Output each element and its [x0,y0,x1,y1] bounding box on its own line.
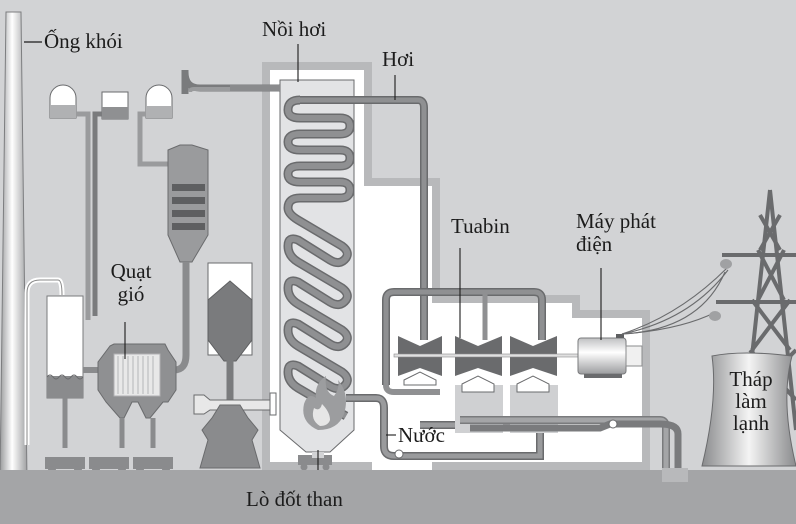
scrubber-column [167,70,290,374]
drain-pit [662,468,688,482]
transmission-tower [716,189,796,431]
turbine-frame [382,288,682,468]
boiler [230,79,355,458]
label-turbine: Tuabin [451,214,510,238]
insulators [709,259,732,321]
label-fan-line1: Quạt [110,259,152,283]
turbines [393,336,581,393]
coal-hopper [193,262,277,469]
label-steam: Hơi [382,47,415,71]
label-fan: Quạt gió [106,259,156,307]
label-generator-line1: Máy phát [576,209,656,233]
generator [577,334,643,378]
power-lines [621,267,729,335]
chimney [0,11,28,481]
label-chimney: Ống khói [44,29,123,53]
cooling-tower [701,352,796,467]
label-water: Nước [398,423,445,447]
label-fan-line2: gió [117,282,145,307]
label-generator-line2: điện [576,232,613,257]
label-generator: Máy phát điện [576,209,656,257]
water-pipe [346,394,544,460]
label-cooling-tower: Tháp làm lạnh [710,368,792,434]
label-furnace: Lò đốt than [246,487,343,511]
ash-carts [45,455,332,474]
electrostatic-precipitator [24,277,100,448]
steam-pipe [300,96,428,340]
fan-unit [97,343,177,448]
flame-icon [303,376,346,430]
label-cooling-tower-line2: làm [735,389,767,414]
label-cooling-tower-line1: Tháp [729,367,773,391]
label-boiler: Nồi hơi [262,17,327,41]
label-cooling-tower-line3: lạnh [732,411,770,436]
